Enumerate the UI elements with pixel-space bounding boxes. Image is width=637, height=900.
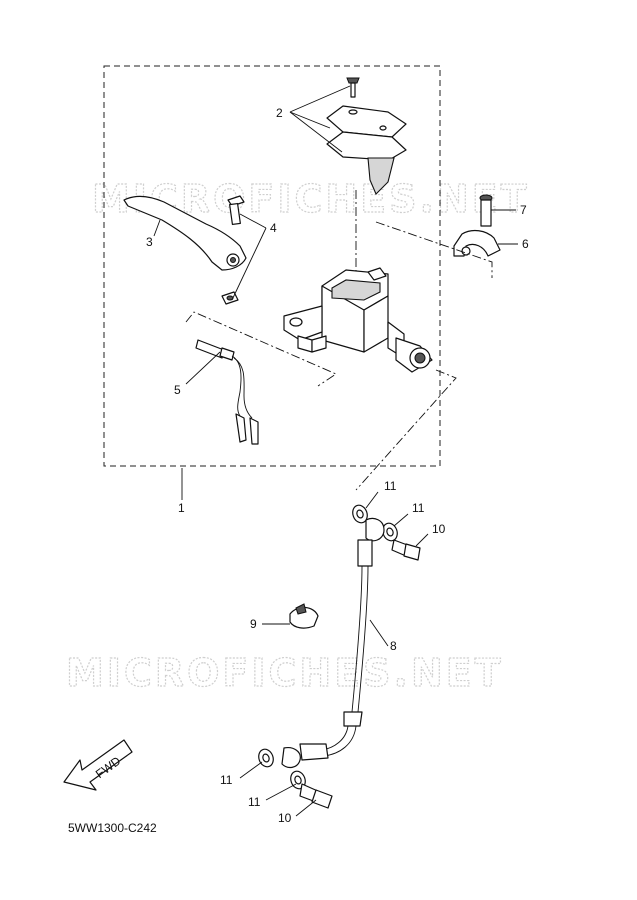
part-7-clamp-bolt[interactable] <box>479 194 493 227</box>
part-8-brake-hose[interactable] <box>281 517 385 769</box>
leader-lines <box>153 85 518 817</box>
watermark-middle: MICROFICHES.NET <box>66 651 504 695</box>
switch-guide-line <box>185 311 337 387</box>
callout-11-upper-b: 11 <box>412 501 425 515</box>
callout-7: 7 <box>520 203 527 217</box>
callout-11-upper-a: 11 <box>384 479 397 493</box>
callout-10-lower: 10 <box>278 811 292 825</box>
callout-6: 6 <box>522 237 529 251</box>
callout-4: 4 <box>270 221 277 235</box>
callout-1: 1 <box>178 501 185 515</box>
part-6-holder-clamp[interactable] <box>453 229 501 257</box>
part-9-hose-clip[interactable] <box>289 603 319 629</box>
part-10-union-bolt-upper[interactable] <box>391 539 421 561</box>
part-5-brake-switch[interactable] <box>195 339 259 445</box>
callout-11-lower-a: 11 <box>220 773 233 787</box>
part-2-reservoir-cap[interactable] <box>326 77 407 195</box>
part-11-washer-upper-a[interactable] <box>350 503 369 525</box>
part-11-washer-lower-a[interactable] <box>256 747 275 769</box>
part-3-brake-lever[interactable] <box>123 195 247 271</box>
callout-9: 9 <box>250 617 257 631</box>
callout-8: 8 <box>390 639 397 653</box>
master-cylinder-body[interactable] <box>283 267 433 373</box>
assembly-outline <box>103 65 441 467</box>
callout-10-upper: 10 <box>432 522 446 536</box>
callout-5: 5 <box>174 383 181 397</box>
diagram-code: 5WW1300-C242 <box>68 821 157 835</box>
fwd-arrow-icon: FWD <box>63 739 133 791</box>
clamp-guide-line <box>375 221 493 278</box>
part-10-union-bolt-lower[interactable] <box>299 783 333 809</box>
callout-2: 2 <box>276 106 283 120</box>
callout-3: 3 <box>146 235 153 249</box>
hose-guide-line <box>355 369 457 491</box>
callout-11-lower-b: 11 <box>248 795 261 809</box>
